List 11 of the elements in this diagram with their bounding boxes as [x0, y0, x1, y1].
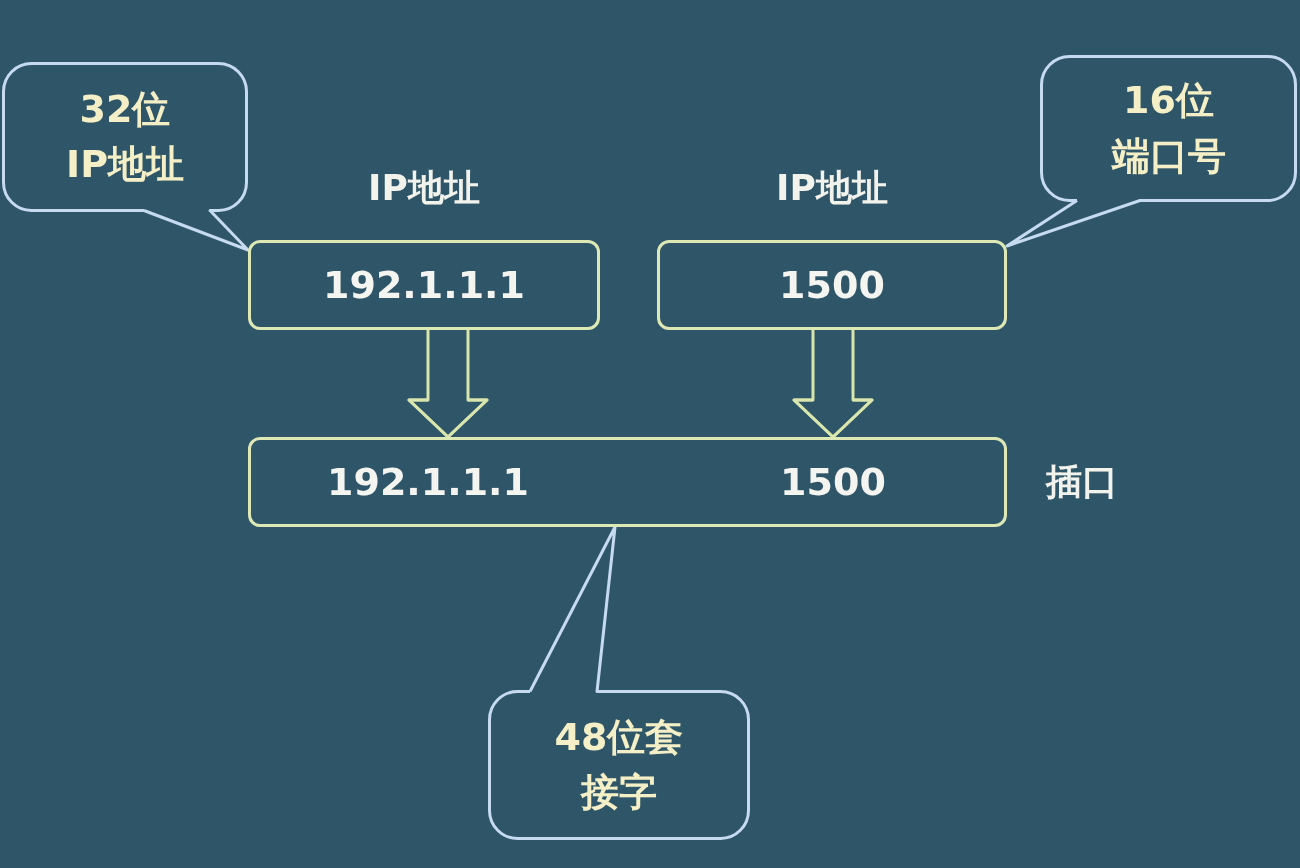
callout-text: 32位IP地址 — [66, 86, 184, 186]
box-value: 1500 — [780, 463, 886, 501]
side-label: 插口 — [1046, 460, 1119, 504]
socket-box — [248, 437, 1007, 527]
box-value: 192.1.1.1 — [323, 266, 525, 304]
callout-text: 48位套接字 — [554, 714, 684, 814]
box-value: 1500 — [779, 266, 885, 304]
box-value: 192.1.1.1 — [327, 463, 529, 501]
box-heading: IP地址 — [776, 167, 888, 209]
callout-text: 16位端口号 — [1111, 78, 1226, 178]
box-heading: IP地址 — [368, 167, 480, 209]
